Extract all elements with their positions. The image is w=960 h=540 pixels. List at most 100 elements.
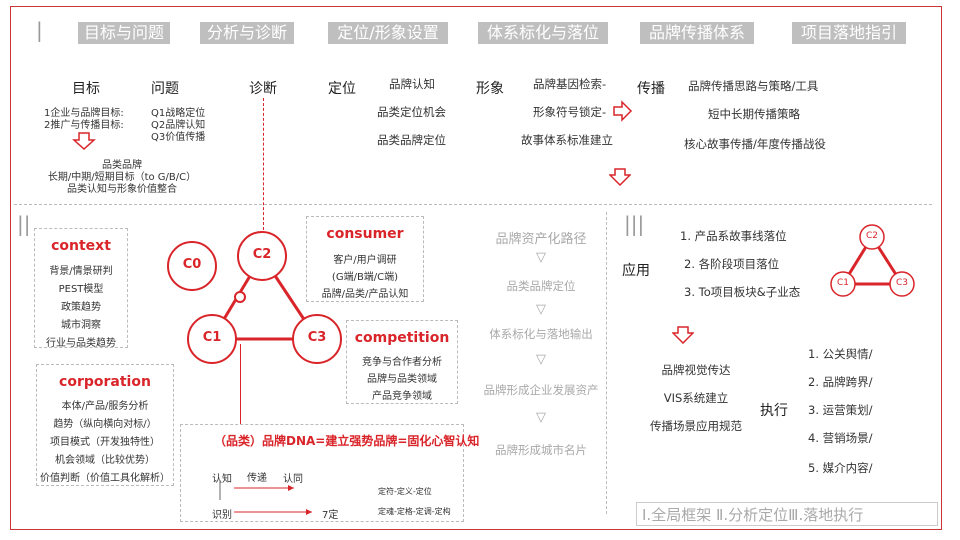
column-divider bbox=[606, 212, 607, 514]
context-box bbox=[34, 228, 128, 348]
corporation-item: 趋势（纵向横向对标/） bbox=[53, 419, 157, 430]
small-c1-label: C1 bbox=[836, 278, 849, 288]
issue-line-2: Q2品牌认知 bbox=[151, 120, 206, 131]
consumer-item: (G端/B端/C端) bbox=[331, 272, 399, 283]
issue-title: 问题 bbox=[151, 81, 179, 97]
positioning-item-2: 品类定位机会 bbox=[377, 105, 446, 119]
dna-note-2: 定魂-定格-定调-定构 bbox=[378, 507, 451, 516]
exec-title: 执行 bbox=[760, 403, 788, 419]
image-item-2: 形象符号锁定- bbox=[533, 105, 607, 119]
tab-system[interactable]: 体系标化与落位 bbox=[478, 22, 608, 44]
vis-item: 传播场景应用规范 bbox=[650, 419, 742, 433]
down-arrow-icon bbox=[672, 326, 694, 344]
dna-word-identify: 认同 bbox=[283, 474, 303, 485]
exec-item: 4. 营销场景/ bbox=[808, 431, 873, 445]
context-item: PEST模型 bbox=[58, 284, 104, 295]
exec-item: 5. 媒介内容/ bbox=[808, 461, 873, 475]
down-arrow-icon bbox=[609, 168, 631, 186]
corporation-item: 机会领域（比较优势） bbox=[55, 455, 155, 466]
apply-title: 应用 bbox=[622, 263, 650, 279]
c-triangle-diagram bbox=[167, 231, 342, 364]
dna-box bbox=[180, 424, 464, 522]
consumer-box bbox=[306, 216, 424, 302]
circle-c2 bbox=[237, 231, 287, 281]
issue-line-1: Q1战略定位 bbox=[151, 108, 206, 119]
circle-c3 bbox=[292, 314, 342, 364]
positioning-item-3: 品类品牌定位 bbox=[377, 133, 446, 147]
circle-c0 bbox=[167, 241, 217, 291]
c3-label: C3 bbox=[307, 330, 327, 345]
dna-word-transfer: 传递 bbox=[247, 473, 267, 484]
tab-implementation[interactable]: 项目落地指引 bbox=[792, 22, 906, 44]
competition-title: competition bbox=[354, 330, 450, 346]
goal-line-1: 1企业与品牌目标: bbox=[44, 108, 124, 119]
goal-title: 目标 bbox=[72, 81, 100, 97]
vis-item: 品牌视觉传达 bbox=[661, 363, 731, 377]
dna-word-cognition: 认知 bbox=[212, 474, 232, 485]
spread-item-2: 短中长期传播策略 bbox=[708, 107, 800, 121]
competition-item: 竞争与合作者分析 bbox=[362, 357, 442, 368]
image-item-3: 故事体系标准建立 bbox=[521, 133, 613, 147]
competition-item: 产品竞争领域 bbox=[372, 391, 432, 402]
roman-three: ||| bbox=[624, 212, 645, 236]
result-line-1: 品类品牌 bbox=[102, 160, 142, 171]
dna-arrows bbox=[219, 480, 312, 515]
apply-item: 2. 各阶段项目落位 bbox=[684, 257, 780, 271]
diagnosis-connector bbox=[263, 98, 264, 230]
issue-line-3: Q3价值传播 bbox=[151, 132, 206, 143]
legend-box bbox=[636, 502, 938, 526]
small-c3-label: C3 bbox=[895, 278, 908, 288]
tab-positioning[interactable]: 定位/形象设置 bbox=[328, 22, 448, 44]
corporation-title: corporation bbox=[59, 374, 151, 390]
outer-frame bbox=[10, 6, 942, 530]
path-arrow-icon: ▽ bbox=[536, 302, 546, 317]
diagnosis-title: 诊断 bbox=[249, 81, 277, 97]
consumer-item: 品牌/品类/产品认知 bbox=[321, 289, 409, 300]
path-step: 品类品牌定位 bbox=[506, 279, 576, 293]
down-arrow-icon bbox=[72, 132, 96, 150]
image-item-1: 品牌基因检索- bbox=[533, 77, 607, 91]
context-item: 背景/情景研判 bbox=[49, 266, 113, 277]
spread-item-3: 核心故事传播/年度传播战役 bbox=[684, 137, 826, 151]
path-step: 体系标化与落地输出 bbox=[489, 327, 593, 341]
result-line-2: 长期/中期/短期目标（to G/B/C） bbox=[47, 172, 197, 183]
result-line-3: 品类认知与形象价值整合 bbox=[67, 184, 177, 195]
context-title: context bbox=[51, 238, 111, 254]
corporation-box bbox=[36, 364, 174, 486]
path-title: 品牌资产化路径 bbox=[495, 232, 587, 247]
vis-item: VIS系统建立 bbox=[663, 391, 729, 405]
tab-analysis[interactable]: 分析与诊断 bbox=[200, 22, 294, 44]
competition-box bbox=[346, 320, 458, 404]
path-arrow-icon: ▽ bbox=[536, 410, 546, 425]
circle-c1 bbox=[187, 314, 237, 364]
junction-dot bbox=[234, 291, 246, 303]
consumer-item: 客户/用户调研 bbox=[333, 255, 397, 266]
right-arrow-icon bbox=[613, 100, 633, 122]
tab-communication[interactable]: 品牌传播体系 bbox=[640, 22, 754, 44]
goal-line-2: 2推广与传播目标: bbox=[44, 120, 124, 131]
roman-one: | bbox=[36, 18, 43, 42]
tab-goals-issues[interactable]: 目标与问题 bbox=[78, 22, 170, 44]
context-item: 城市洞察 bbox=[61, 320, 101, 331]
section-divider bbox=[14, 204, 932, 205]
apply-item: 1. 产品系故事线落位 bbox=[680, 229, 787, 243]
positioning-title: 定位 bbox=[328, 81, 356, 97]
exec-item: 1. 公关舆情/ bbox=[808, 347, 873, 361]
corporation-item: 价值判断（价值工具化解析） bbox=[40, 473, 170, 484]
c2-label: C2 bbox=[252, 247, 272, 262]
dna-word-seven: 7定 bbox=[322, 510, 339, 521]
corporation-item: 本体/产品/服务分析 bbox=[61, 401, 149, 412]
exec-item: 3. 运营策划/ bbox=[808, 403, 873, 417]
path-arrow-icon: ▽ bbox=[536, 250, 546, 265]
competition-item: 品牌与品类领域 bbox=[367, 374, 437, 385]
dna-note-1: 定符-定义-定位 bbox=[378, 487, 432, 496]
spread-item-1: 品牌传播思路与策略/工具 bbox=[688, 79, 819, 93]
dna-word-recognition: 识别 bbox=[212, 510, 232, 521]
dna-connector bbox=[240, 344, 241, 424]
roman-two: || bbox=[17, 212, 31, 236]
image-title: 形象 bbox=[476, 81, 504, 97]
c1-label: C1 bbox=[202, 330, 222, 345]
context-item: 行业与品类趋势 bbox=[46, 338, 116, 349]
exec-item: 2. 品牌跨界/ bbox=[808, 375, 873, 389]
